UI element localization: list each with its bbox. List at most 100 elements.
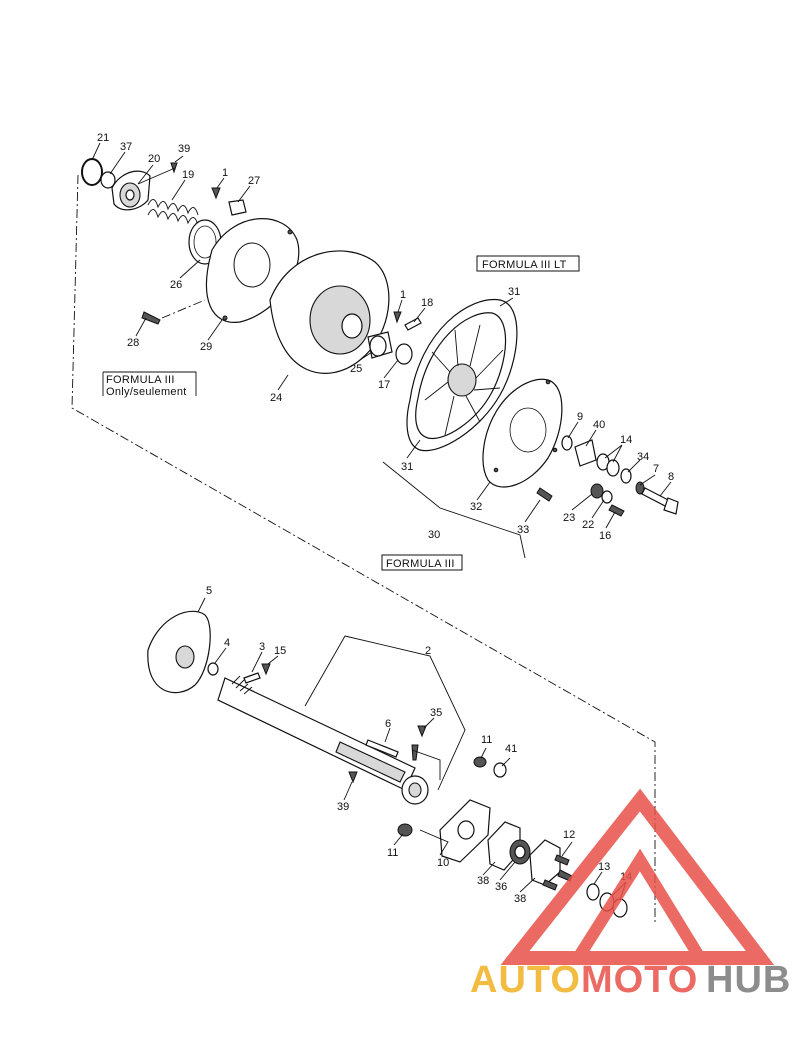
part-41-washer	[493, 762, 507, 778]
part-8-bolt	[641, 487, 679, 515]
part-1-screw-top	[211, 187, 221, 200]
label-formula-iii-lt: FORMULA III LT	[476, 255, 580, 272]
part-25-bushing	[367, 331, 393, 359]
part-5-fixed-half	[147, 610, 211, 694]
part-17-ring	[395, 343, 413, 365]
callout-10: 10	[437, 857, 449, 869]
part-39-grease-fitting-top	[170, 162, 178, 174]
callout-18: 18	[421, 297, 433, 309]
svg-text:FORMULA III LT: FORMULA III LT	[482, 259, 567, 271]
part-31-fixed-sheave	[406, 298, 518, 452]
callout-29: 29	[200, 341, 212, 353]
part-37-washer	[100, 171, 116, 189]
watermark-text-moto: MOTO	[581, 959, 698, 1001]
part-22-washer	[601, 490, 613, 504]
label-formula-iii-only: FORMULA III Only/seulement	[102, 371, 197, 398]
callout-15: 15	[274, 645, 286, 657]
callout-20: 20	[148, 153, 160, 165]
callout-16: 16	[599, 530, 611, 542]
callout-8: 8	[668, 471, 674, 483]
assembly-centerline-screw	[161, 299, 206, 319]
part-34-washer	[620, 468, 632, 484]
part-20-spring-cover	[111, 170, 151, 211]
part-2-shaft	[217, 675, 416, 791]
callout-39: 39	[178, 143, 190, 155]
callout-23: 23	[563, 512, 575, 524]
part-21-circlip	[81, 158, 103, 186]
callout-17: 17	[378, 379, 390, 391]
callout-14-upper: 14	[620, 434, 632, 446]
part-16-screw	[608, 504, 625, 517]
svg-text:FORMULA III: FORMULA III	[386, 558, 455, 570]
svg-text:Only/seulement: Only/seulement	[106, 386, 187, 398]
callout-3: 3	[259, 641, 265, 653]
label-formula-iii: FORMULA III	[381, 554, 463, 571]
callout-12: 12	[563, 829, 575, 841]
callout-19: 19	[182, 169, 194, 181]
callout-35: 35	[430, 707, 442, 719]
callout-9: 9	[577, 411, 583, 423]
part-10-bearing-plate	[439, 799, 491, 863]
part-1-screw-mid	[393, 311, 402, 324]
part-bearing-collar	[401, 775, 429, 805]
callout-34: 34	[637, 451, 649, 463]
part-14-washers-upper	[596, 453, 620, 477]
callout-6: 6	[385, 718, 391, 730]
part-13-washer	[586, 883, 600, 901]
callout-41: 41	[505, 743, 517, 755]
part-19-spring	[147, 199, 199, 226]
callout-32: 32	[470, 501, 482, 513]
callout-38-a: 38	[477, 875, 489, 887]
part-6-key	[365, 739, 399, 758]
part-24-movable-sheave	[269, 250, 390, 374]
callout-5: 5	[206, 585, 212, 597]
callout-2: 2	[425, 645, 431, 657]
part-9-washer	[561, 435, 573, 451]
part-28-screw	[141, 311, 161, 325]
part-4-washer	[207, 662, 219, 676]
callout-13: 13	[598, 861, 610, 873]
part-36-bearing	[509, 839, 531, 865]
callout-11-upper: 11	[481, 734, 492, 746]
part-32-cover	[482, 378, 563, 488]
callout-28: 28	[127, 337, 139, 349]
part-27-slider	[228, 199, 247, 216]
callout-37: 37	[120, 141, 132, 153]
part-18-pin	[404, 317, 422, 331]
watermark-triangle-logo	[500, 788, 775, 965]
callout-1: 1	[222, 167, 228, 179]
callout-1-mid: 1	[400, 289, 406, 301]
callout-21: 21	[97, 132, 109, 144]
part-11-nut-upper	[473, 756, 487, 768]
callout-31-bottom: 31	[401, 461, 413, 473]
part-15-screw	[261, 663, 271, 676]
callout-39-lower: 39	[337, 801, 349, 813]
callout-27: 27	[248, 175, 260, 187]
callout-33: 33	[517, 524, 529, 536]
part-39-grease-fitting-lower	[348, 771, 358, 784]
callout-36: 36	[495, 881, 507, 893]
callout-25: 25	[350, 363, 362, 375]
callout-4: 4	[224, 637, 230, 649]
callout-40: 40	[593, 419, 605, 431]
callout-31-top: 31	[508, 286, 520, 298]
part-11-nut-lower	[397, 823, 413, 837]
callout-26: 26	[170, 279, 182, 291]
callout-38-b: 38	[514, 893, 526, 905]
callout-11-lower: 11	[387, 847, 398, 859]
svg-text:FORMULA III: FORMULA III	[106, 374, 175, 386]
part-40-spacer	[574, 439, 597, 467]
part-35-screw	[411, 725, 427, 761]
assembly-centerline-left	[71, 174, 656, 925]
callout-22: 22	[582, 519, 594, 531]
part-7-lockwasher	[635, 481, 645, 495]
part-23-nut	[590, 483, 604, 499]
callout-numbers: 21 37 39 20 19 1 27 26 28 29 24 1 18 25 …	[97, 132, 674, 905]
part-12-bolts	[542, 854, 573, 891]
callout-30: 30	[428, 529, 440, 541]
callout-24: 24	[270, 392, 282, 404]
part-3-key	[243, 672, 261, 684]
automotohub-watermark: AUTO MOTO HUB	[470, 788, 791, 1001]
watermark-text-hub: HUB	[706, 959, 791, 1001]
